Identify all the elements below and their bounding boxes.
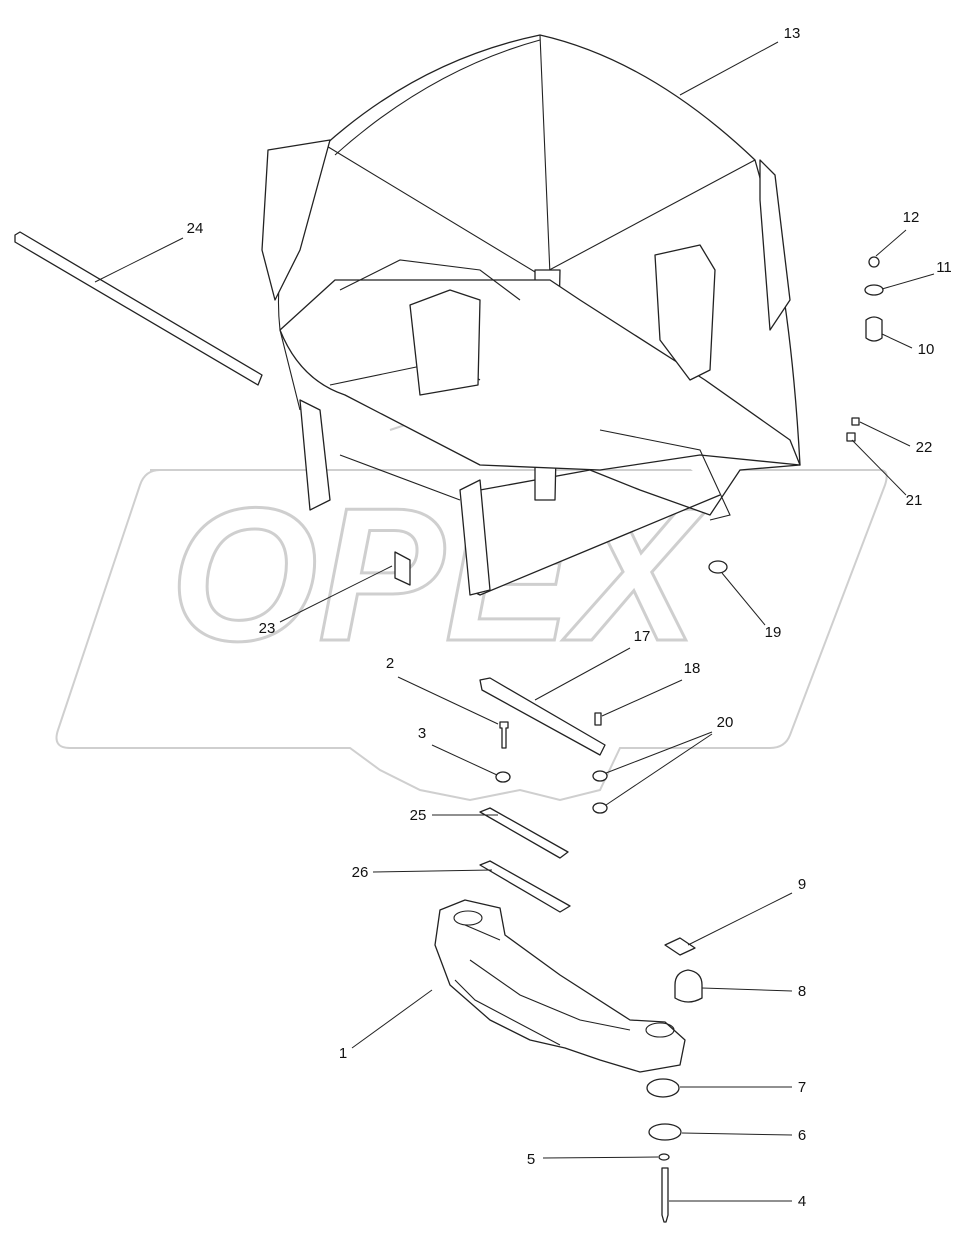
leader-line-26 (372, 869, 493, 873)
leader-line-8 (701, 987, 793, 992)
leader-line-23 (279, 565, 393, 623)
leader-line-21 (851, 439, 907, 496)
callout-label-22: 22 (916, 439, 933, 456)
callout-label-7: 7 (798, 1079, 806, 1096)
leader-line-12 (875, 229, 907, 257)
part-7-mount (646, 1078, 680, 1098)
part-10-spacer (865, 316, 883, 342)
callout-label-5: 5 (527, 1151, 535, 1168)
leader-line-22 (859, 421, 911, 447)
watermark: OPEX (55, 418, 888, 802)
part-8-mount (674, 969, 703, 1003)
callout-label-12: 12 (903, 209, 920, 226)
callout-label-4: 4 (798, 1193, 806, 1210)
part-24-strip (14, 231, 263, 386)
part-22 (851, 417, 860, 426)
callout-label-21: 21 (906, 492, 923, 509)
callout-label-8: 8 (798, 983, 806, 1000)
part-3-washer (495, 771, 511, 783)
leader-line-11 (881, 273, 935, 290)
part-6-disc (648, 1123, 682, 1141)
part-21 (846, 432, 856, 442)
callout-label-11: 11 (936, 259, 952, 276)
leader-line-20 (605, 733, 713, 806)
leader-line-24 (94, 237, 184, 283)
leader-line-2 (397, 676, 499, 725)
leader-line-6 (681, 1132, 793, 1136)
callout-label-17: 17 (634, 628, 651, 645)
callout-label-19: 19 (765, 624, 782, 641)
leader-line-3 (431, 744, 498, 776)
part-1-bracket (434, 899, 686, 1073)
part-12-nut (868, 256, 880, 268)
part-2-bolt (499, 721, 509, 749)
part-9-plate (664, 937, 696, 956)
part-20-washer-b (592, 802, 608, 814)
callout-label-3: 3 (418, 725, 426, 742)
callout-label-1: 1 (339, 1045, 347, 1062)
part-19-grommet (708, 560, 728, 574)
cab-frame (261, 34, 801, 596)
part-23-plate (394, 551, 411, 586)
leader-line-17 (534, 647, 631, 701)
callout-label-6: 6 (798, 1127, 806, 1144)
leader-line-9 (687, 892, 793, 946)
part-17-rail (479, 677, 606, 756)
callout-label-18: 18 (684, 660, 701, 677)
leader-line-18 (601, 679, 683, 717)
leader-line-5 (542, 1156, 659, 1159)
part-11-washer (864, 284, 884, 296)
part-26-shim (479, 860, 571, 913)
part-4-bolt (661, 1167, 669, 1223)
callout-label-24: 24 (187, 220, 204, 237)
callout-label-23: 23 (259, 620, 276, 637)
part-5-washer (658, 1153, 670, 1161)
leader-line-20 (605, 731, 713, 774)
part-20-washer-a (592, 770, 608, 782)
leader-line-19 (721, 572, 766, 626)
part-25-shim (479, 807, 569, 859)
leader-line-10 (881, 333, 913, 349)
leader-line-13 (679, 41, 779, 96)
leader-line-1 (351, 989, 433, 1049)
callout-label-20: 20 (717, 714, 734, 731)
callout-label-9: 9 (798, 876, 806, 893)
callout-label-25: 25 (410, 807, 427, 824)
callout-label-13: 13 (784, 25, 801, 42)
callout-label-26: 26 (352, 864, 369, 881)
part-18-screw (594, 712, 602, 726)
callout-label-10: 10 (918, 341, 935, 358)
callout-label-2: 2 (386, 655, 394, 672)
